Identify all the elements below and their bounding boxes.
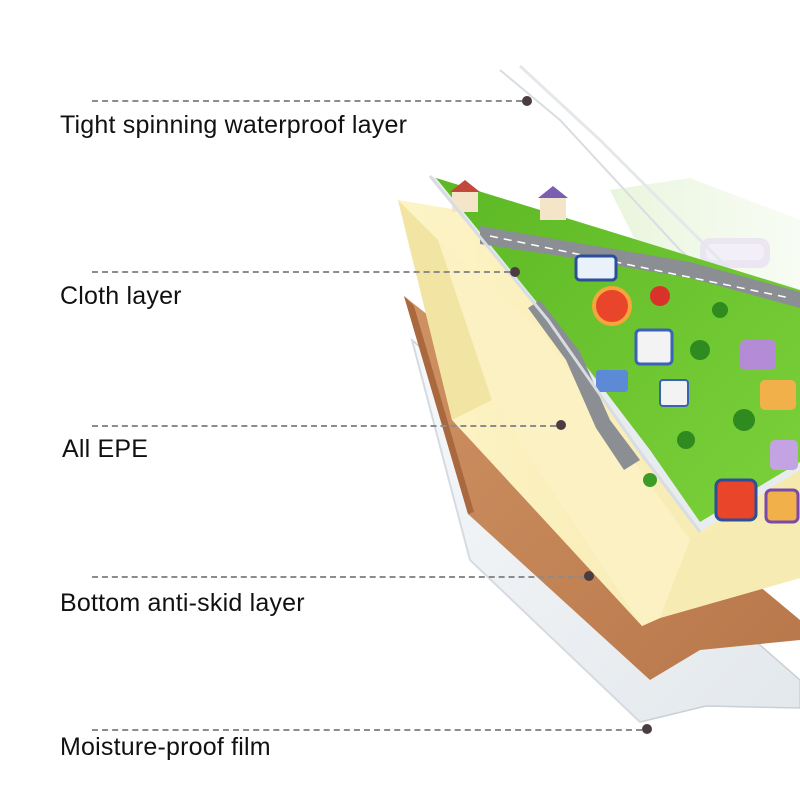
leader-line-anti-skid bbox=[92, 576, 584, 578]
leader-line-waterproof bbox=[92, 100, 522, 102]
label-anti-skid-layer: Bottom anti-skid layer bbox=[60, 589, 305, 617]
leader-line-cloth bbox=[92, 271, 510, 273]
pointer-dot-epe bbox=[556, 420, 566, 430]
cloth-layer-print bbox=[428, 175, 800, 533]
pointer-dot-moisture bbox=[642, 724, 652, 734]
label-moisture-proof-film: Moisture-proof film bbox=[60, 733, 271, 761]
label-all-epe: All EPE bbox=[62, 435, 149, 463]
pointer-dot-cloth bbox=[510, 267, 520, 277]
label-waterproof-layer: Tight spinning waterproof layer bbox=[60, 111, 408, 139]
label-cloth-layer: Cloth layer bbox=[60, 282, 182, 310]
leader-line-moisture bbox=[92, 729, 642, 731]
pointer-dot-waterproof bbox=[522, 96, 532, 106]
pointer-dot-anti-skid bbox=[584, 571, 594, 581]
leader-line-epe bbox=[92, 425, 556, 427]
